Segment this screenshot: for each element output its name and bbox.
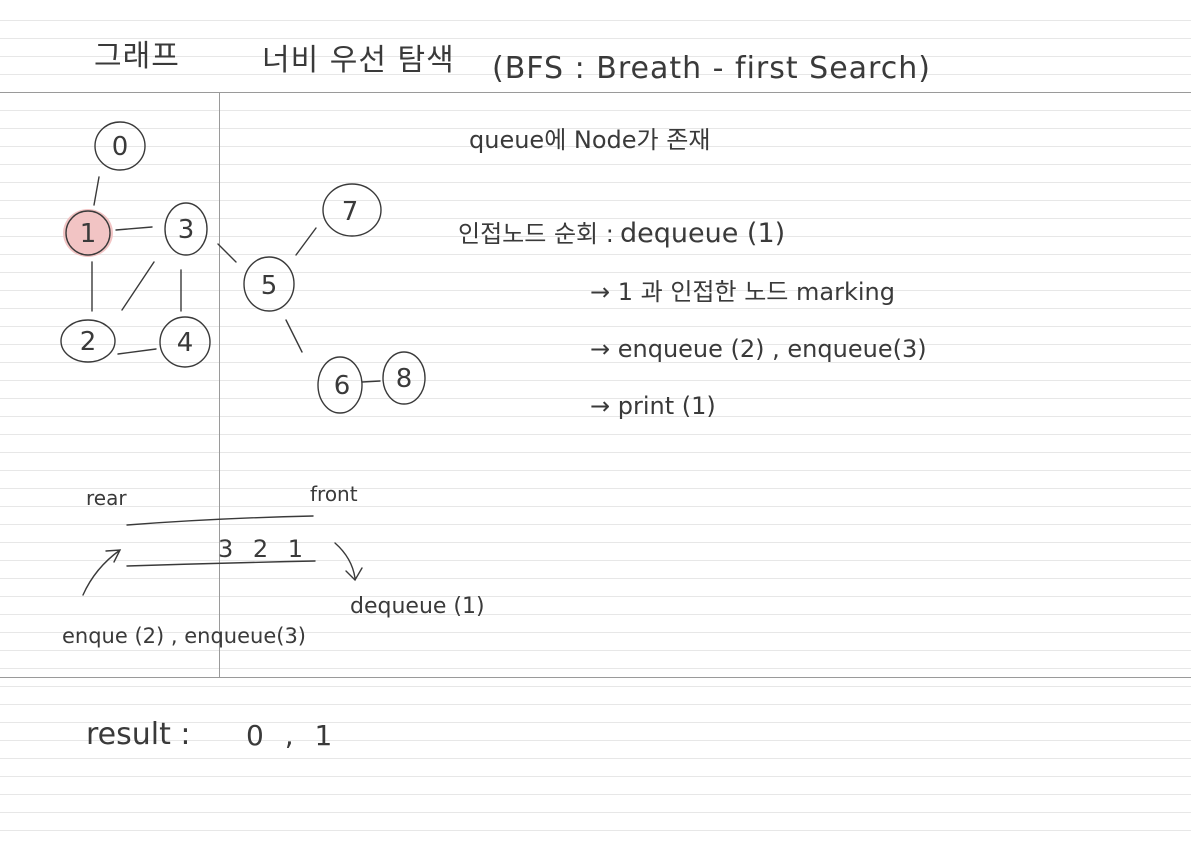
- edge-5-7: [295, 227, 317, 256]
- queue-dequeue-label: dequeue (1): [350, 594, 485, 619]
- section-title: 너비 우선 탐색: [262, 43, 455, 78]
- section-title-paren: (BFS : Breath - first Search): [492, 51, 931, 86]
- queue-top-line: [126, 515, 314, 526]
- result-label: result :: [86, 717, 191, 752]
- note-step-marking: → 1 과 인접한 노드 marking: [590, 278, 895, 306]
- node-7-circle: [322, 183, 382, 237]
- dequeue-arrow: [334, 542, 363, 582]
- edge-5-6: [285, 319, 303, 353]
- queue-front-label: front: [310, 482, 358, 506]
- note-queue-condition: queue에 Node가 존재: [469, 126, 711, 154]
- header-divider: [0, 92, 1191, 93]
- node-4-circle: [159, 316, 211, 368]
- node-1-label: 1: [80, 219, 97, 249]
- node-5-circle: [243, 256, 295, 312]
- queue-enqueue-label: enque (2) , enqueue(3): [62, 624, 307, 648]
- note-adjacent-label: 인접노드 순회 :: [458, 220, 614, 248]
- topic-title: 그래프: [94, 39, 180, 74]
- node-6-circle: [317, 356, 363, 414]
- node-7-label: 7: [342, 197, 359, 227]
- edge-0-1: [93, 176, 100, 206]
- node-8-label: 8: [396, 364, 413, 394]
- node-3-label: 3: [178, 215, 195, 245]
- vertical-margin-line: [219, 92, 220, 678]
- node-highlight: [63, 209, 113, 257]
- edge-6-8: [361, 380, 381, 383]
- result-divider: [0, 677, 1191, 678]
- edge-3-5: [217, 243, 237, 263]
- node-4-label: 4: [177, 328, 194, 358]
- queue-rear-label: rear: [86, 486, 127, 510]
- node-8-circle: [382, 351, 426, 405]
- node-1-circle: [65, 210, 111, 256]
- note-step-print: → print (1): [590, 392, 716, 420]
- note-step-enqueue: → enqueue (2) , enqueue(3): [590, 335, 927, 363]
- edge-2-4: [117, 348, 157, 355]
- result-values: 0 , 1: [246, 719, 339, 752]
- enqueue-arrow: [82, 549, 122, 596]
- node-2-circle: [60, 319, 116, 363]
- edge-3-2: [121, 261, 155, 311]
- queue-contents: 3 2 1: [218, 535, 309, 563]
- node-0-circle: [94, 121, 146, 171]
- queue-bottom-line: [126, 560, 316, 567]
- node-0-label: 0: [112, 132, 129, 162]
- node-5-label: 5: [261, 271, 278, 301]
- node-2-label: 2: [80, 327, 97, 357]
- node-3-circle: [164, 202, 208, 256]
- edge-1-3: [115, 226, 153, 231]
- note-dequeue-op: dequeue (1): [620, 218, 786, 249]
- node-6-label: 6: [334, 371, 351, 401]
